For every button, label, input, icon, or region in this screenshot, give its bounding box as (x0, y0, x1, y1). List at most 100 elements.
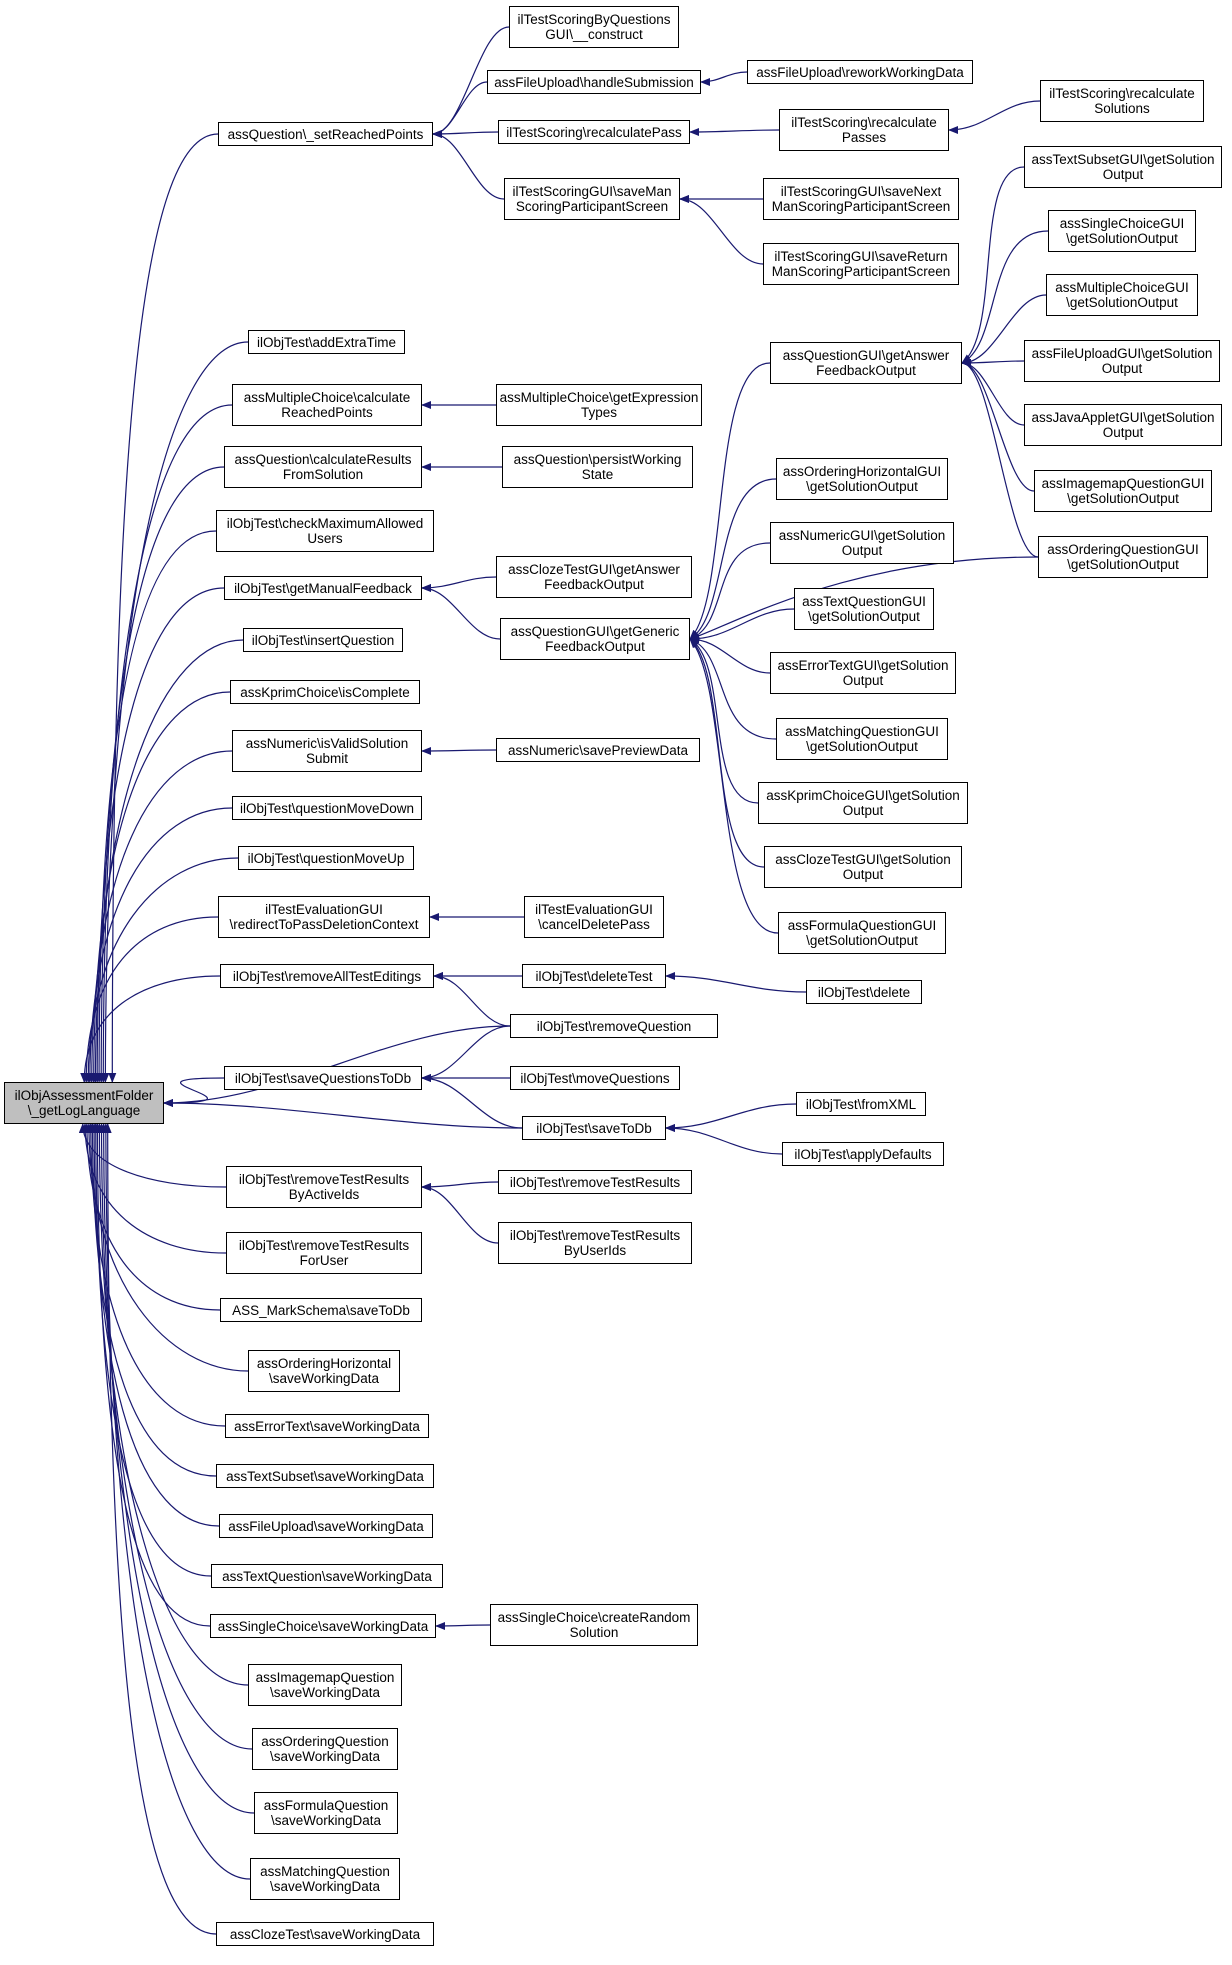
node-numPreview[interactable]: assNumeric\savePreviewData (496, 738, 700, 762)
edge-fq_sol-to-genFb (689, 638, 779, 934)
node-label-line: \getSolutionOutput (806, 739, 918, 754)
node-label-line: assImagemapQuestionGUI (1041, 476, 1205, 491)
node-ctSave[interactable]: assClozeTest\saveWorkingData (216, 1922, 434, 1946)
node-fuRework[interactable]: assFileUpload\reworkWorkingData (747, 60, 973, 84)
node-imSave[interactable]: assImagemapQuestion\saveWorkingData (248, 1664, 402, 1706)
node-oh_sol[interactable]: assOrderingHorizontalGUI\getSolutionOutp… (776, 458, 948, 500)
node-label-line: assMultipleChoice\getExpression (499, 390, 699, 405)
node-tqSave[interactable]: assTextQuestion\saveWorkingData (211, 1564, 443, 1588)
node-label-line: ilObjTest\questionMoveDown (239, 800, 415, 816)
node-root[interactable]: ilObjAssessmentFolder\_getLogLanguage (4, 1082, 164, 1124)
node-manFb[interactable]: ilObjTest\getManualFeedback (224, 576, 422, 600)
node-label-line: assFileUpload\handleSubmission (494, 74, 694, 90)
node-label-line: assTextQuestion\saveWorkingData (222, 1568, 432, 1584)
node-label-line: Users (307, 531, 343, 546)
node-mc_sol[interactable]: assMultipleChoiceGUI\getSolutionOutput (1046, 274, 1198, 316)
node-label-line: ilObjTest\removeQuestion (536, 1018, 692, 1034)
node-removeQ[interactable]: ilObjTest\removeQuestion (510, 1014, 718, 1038)
node-ohSave[interactable]: assOrderingHorizontal\saveWorkingData (248, 1350, 400, 1392)
node-addExtra[interactable]: ilObjTest\addExtraTime (248, 330, 405, 354)
node-moveQ[interactable]: ilObjTest\moveQuestions (510, 1066, 680, 1090)
node-label-line: ilObjTest\removeTestResults (509, 1228, 681, 1243)
node-tsSave[interactable]: assTextSubset\saveWorkingData (216, 1464, 434, 1488)
node-removeAll[interactable]: ilObjTest\removeAllTestEditings (220, 964, 434, 988)
node-label-line: \_getLogLanguage (27, 1103, 141, 1118)
node-tegRedirect[interactable]: ilTestEvaluationGUI\redirectToPassDeleti… (218, 896, 430, 938)
node-label-line: assQuestion\_setReachedPoints (227, 126, 424, 142)
node-applyDef[interactable]: ilObjTest\applyDefaults (782, 1142, 944, 1166)
node-oq_sol[interactable]: assOrderingQuestionGUI\getSolutionOutput (1038, 536, 1208, 578)
node-insertQ[interactable]: ilObjTest\insertQuestion (243, 628, 403, 652)
node-kpComplete[interactable]: assKprimChoice\isComplete (230, 680, 420, 704)
node-label-line: \getSolutionOutput (806, 479, 918, 494)
node-etSave[interactable]: assErrorText\saveWorkingData (225, 1414, 429, 1438)
node-qDown[interactable]: ilObjTest\questionMoveDown (232, 796, 422, 820)
node-oqSave[interactable]: assOrderingQuestion\saveWorkingData (252, 1728, 398, 1770)
node-deleteTest[interactable]: ilObjTest\deleteTest (522, 964, 666, 988)
node-fuHandle[interactable]: assFileUpload\handleSubmission (487, 70, 701, 94)
node-label-line: ilTestScoring\recalculatePass (506, 124, 682, 140)
edge-ts_sol-to-ansFb (961, 166, 1025, 364)
node-label-line: assOrderingHorizontalGUI (782, 464, 942, 479)
edge-qUp-to-root (84, 857, 239, 1083)
node-markSchema[interactable]: ASS_MarkSchema\saveToDb (220, 1298, 422, 1322)
edge-mcCalc-to-root (99, 404, 233, 1083)
node-sc_sol[interactable]: assSingleChoiceGUI\getSolutionOutput (1048, 210, 1196, 252)
node-mq_sol[interactable]: assMatchingQuestionGUI\getSolutionOutput (776, 718, 948, 760)
node-label-line: assNumeric\savePreviewData (507, 742, 689, 758)
node-fuSave[interactable]: assFileUpload\saveWorkingData (219, 1514, 433, 1538)
node-tq_sol[interactable]: assTextQuestionGUI\getSolutionOutput (794, 588, 934, 630)
node-im_sol[interactable]: assImagemapQuestionGUI\getSolutionOutput (1034, 470, 1212, 512)
edge-setReached-to-root (108, 133, 219, 1083)
node-qUp[interactable]: ilObjTest\questionMoveUp (238, 846, 414, 870)
edge-ansFb-to-genFb (689, 362, 771, 640)
node-setReached[interactable]: assQuestion\_setReachedPoints (218, 122, 433, 146)
node-delete[interactable]: ilObjTest\delete (806, 980, 922, 1004)
node-label-line: assQuestionGUI\getGeneric (510, 624, 680, 639)
node-label-line: Output (842, 673, 884, 688)
node-saveQToDb[interactable]: ilObjTest\saveQuestionsToDb (224, 1066, 422, 1090)
node-fqSave[interactable]: assFormulaQuestion\saveWorkingData (254, 1792, 398, 1834)
node-scSave[interactable]: assSingleChoice\saveWorkingData (210, 1614, 436, 1638)
node-label-line: assSingleChoice\saveWorkingData (217, 1618, 429, 1634)
edge-mc_sol-to-ansFb (961, 294, 1047, 367)
edge-sc_sol-to-ansFb (961, 230, 1049, 364)
edge-removeQ-to-root (163, 1025, 511, 1107)
node-rmResults[interactable]: ilObjTest\removeTestResults (498, 1170, 692, 1194)
node-fq_sol[interactable]: assFormulaQuestionGUI\getSolutionOutput (778, 912, 946, 954)
node-mqSave[interactable]: assMatchingQuestion\saveWorkingData (250, 1858, 400, 1900)
node-fromXML[interactable]: ilObjTest\fromXML (796, 1092, 926, 1116)
node-label-line: assOrderingHorizontal (256, 1356, 392, 1371)
node-tegCancel[interactable]: ilTestEvaluationGUI\cancelDeletePass (524, 896, 664, 938)
edge-addExtra-to-root (101, 341, 249, 1083)
node-tsRecalcPass[interactable]: ilTestScoring\recalculatePass (498, 120, 690, 144)
node-saveToDb[interactable]: ilObjTest\saveToDb (522, 1116, 666, 1140)
